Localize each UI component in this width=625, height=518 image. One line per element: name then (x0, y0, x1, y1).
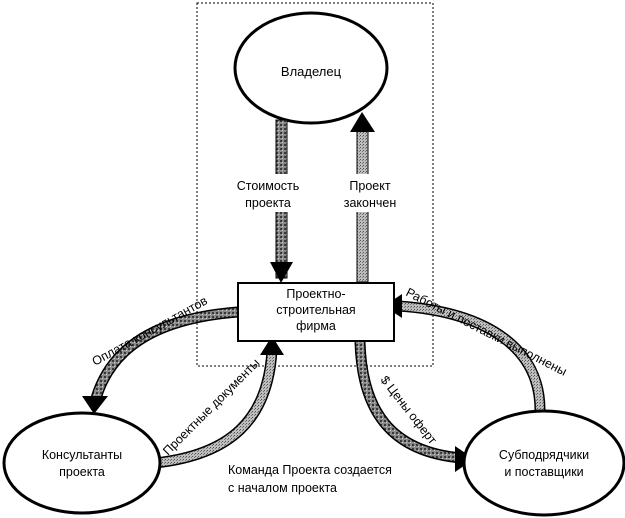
project-docs-arrow (154, 336, 284, 469)
cost-label-1: Стоимость (237, 179, 300, 193)
works-delivered-label: Работы и поставки выполнены (404, 285, 569, 379)
subcontractors-node (462, 409, 625, 517)
team-boundary (196, 2, 434, 367)
firm-label-2: строительная (276, 303, 355, 317)
consultants-node (2, 411, 162, 515)
done-label-2: закончен (344, 196, 397, 210)
caption-line-2: с началом проекта (228, 481, 337, 495)
owner-node (233, 11, 389, 125)
owner-label: Владелец (281, 64, 342, 79)
consultants-label-2: проекта (59, 465, 105, 479)
firm-node (237, 282, 395, 342)
subcontractors-label-2: и поставщики (504, 465, 583, 479)
consultant-payment-label: Оплата консультантов (90, 293, 210, 368)
bid-prices-arrow (354, 341, 474, 472)
consultants-label-1: Консультанты (42, 448, 122, 462)
caption-line-1: Команда Проекта создается (228, 463, 392, 477)
firm-label-3: фирма (296, 319, 336, 333)
done-label-1: Проект (349, 179, 390, 193)
cost-label-2: проекта (245, 196, 291, 210)
firm-label-1: Проектно- (286, 287, 345, 301)
subcontractors-label-1: Субподрядчики (499, 448, 589, 462)
bid-prices-label: $ Цены оферт (378, 373, 440, 447)
consultant-payment-arrow (82, 306, 239, 414)
